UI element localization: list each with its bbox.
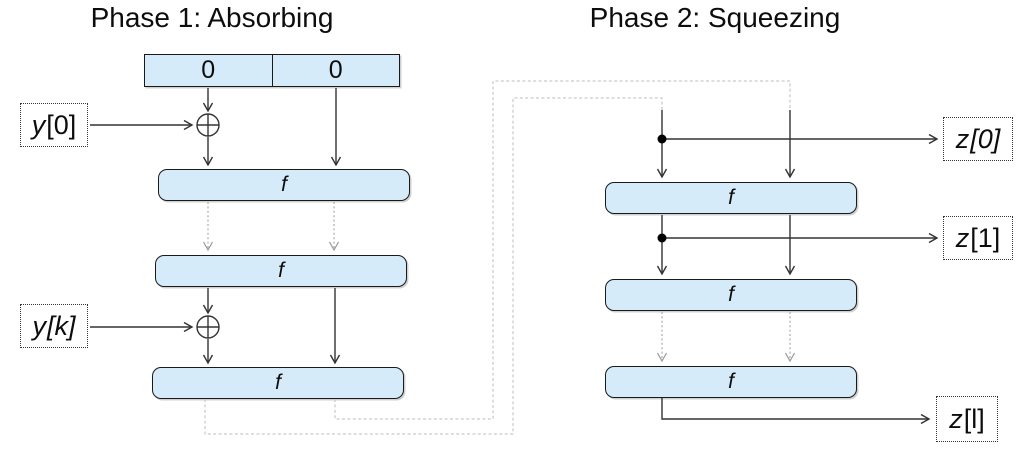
label-index: [0] <box>46 109 77 140</box>
label-index: [l] <box>963 403 985 434</box>
squeeze-round-function-1: f <box>605 182 857 214</box>
squeeze-round-function-3: f <box>605 366 857 398</box>
absorb-round-function-1: f <box>158 169 410 201</box>
register-cell-rate: 0 <box>201 56 216 84</box>
absorbing-arrows <box>90 88 342 365</box>
label-variable: y <box>32 310 46 341</box>
phase2-title: Phase 2: Squeezing <box>589 2 841 33</box>
absorb-round-function-3: f <box>152 367 404 399</box>
label-variable: z <box>949 403 963 434</box>
label-index: [1] <box>970 222 1001 253</box>
xor-nodes <box>196 113 220 339</box>
arrow-sqf3-to-zl <box>661 398 931 425</box>
label-variable: z <box>955 222 970 253</box>
label-variable: z <box>955 123 970 154</box>
xor-icon-0 <box>196 113 220 137</box>
input-block-yk: y [k] <box>20 304 88 348</box>
xor-icon-k <box>196 315 220 339</box>
label-variable: y <box>31 109 46 140</box>
initial-state-register: 0 0 <box>144 54 400 87</box>
absorb-round-function-2: f <box>155 255 407 287</box>
output-block-zl: z [l] <box>936 396 998 442</box>
output-block-z1: z [1] <box>943 216 1013 260</box>
label-index: [0] <box>970 123 1001 154</box>
label-index: [k] <box>46 310 76 341</box>
register-cell-capacity: 0 <box>271 55 400 86</box>
branch-dot-z1 <box>657 233 667 243</box>
input-block-y0: y [0] <box>20 103 88 147</box>
phase1-title: Phase 1: Absorbing <box>90 2 334 33</box>
squeeze-round-function-2: f <box>605 279 857 311</box>
output-block-z0: z [0] <box>943 117 1013 161</box>
branch-dot-z0 <box>657 134 667 144</box>
